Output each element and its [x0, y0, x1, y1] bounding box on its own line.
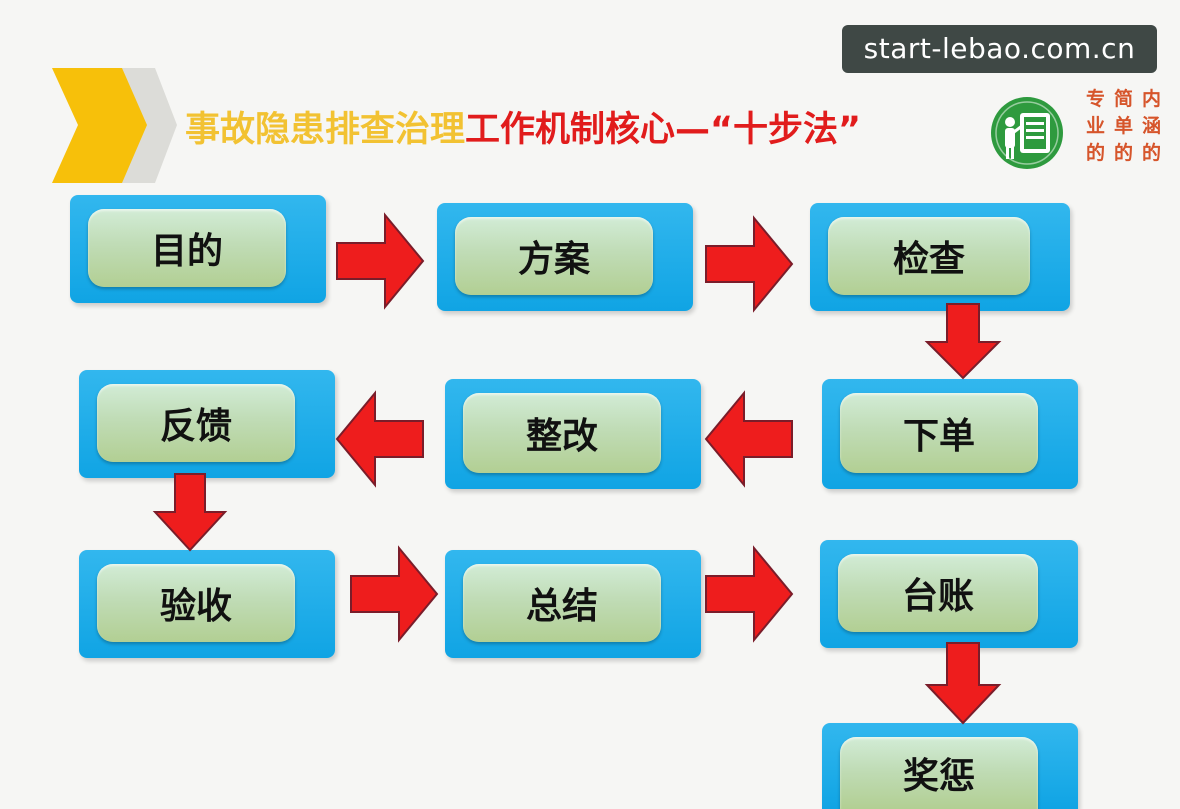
step-label: 反馈 [97, 384, 295, 462]
slogan-char: 单 [1114, 115, 1134, 137]
step-box-10: 奖惩 [822, 723, 1078, 809]
block-arrow-icon [705, 545, 794, 643]
slogan-char: 的 [1142, 142, 1162, 164]
step-box-4: 下单 [822, 379, 1078, 489]
block-arrow-icon [704, 390, 793, 488]
step-box-3: 检查 [810, 203, 1070, 311]
safety-book-logo-icon [991, 97, 1063, 169]
step-label: 检查 [828, 217, 1030, 295]
block-arrow-icon [335, 390, 424, 488]
slogan-char: 简 [1114, 88, 1134, 110]
slogan-char: 专 [1086, 88, 1106, 110]
step-label: 总结 [463, 564, 661, 642]
step-label: 方案 [455, 217, 653, 295]
slogan-char: 的 [1086, 142, 1106, 164]
step-label: 台账 [838, 554, 1038, 632]
slogan-char: 内 [1142, 88, 1162, 110]
watermark: start-lebao.com.cn [842, 25, 1157, 73]
page-title: 事故隐患排查治理工作机制核心—“十步法” [185, 108, 861, 152]
step-label: 奖惩 [840, 737, 1038, 809]
block-arrow-icon [924, 303, 1002, 380]
block-arrow-icon [336, 212, 425, 310]
chevron-right-icon [52, 68, 177, 183]
step-box-9: 台账 [820, 540, 1078, 648]
slogan-char: 的 [1114, 142, 1134, 164]
step-label: 下单 [840, 393, 1038, 473]
step-label: 整改 [463, 393, 661, 473]
step-box-7: 验收 [79, 550, 335, 658]
step-label: 验收 [97, 564, 295, 642]
block-arrow-icon [924, 642, 1002, 725]
step-box-5: 整改 [445, 379, 701, 489]
step-box-8: 总结 [445, 550, 701, 658]
step-box-2: 方案 [437, 203, 693, 311]
slogan-char: 涵 [1142, 115, 1162, 137]
slogan: 专 简 内 业 单 涵 的 的 的 [1086, 86, 1170, 167]
block-arrow-icon [152, 473, 228, 552]
step-box-1: 目的 [70, 195, 326, 303]
block-arrow-icon [705, 215, 794, 313]
step-label: 目的 [88, 209, 286, 287]
step-box-6: 反馈 [79, 370, 335, 478]
title-part-1: 事故隐患排查治理 [185, 110, 466, 150]
slogan-char: 业 [1086, 115, 1106, 137]
title-part-2: 工作机制核心—“十步法” [465, 110, 862, 150]
block-arrow-icon [350, 545, 439, 643]
